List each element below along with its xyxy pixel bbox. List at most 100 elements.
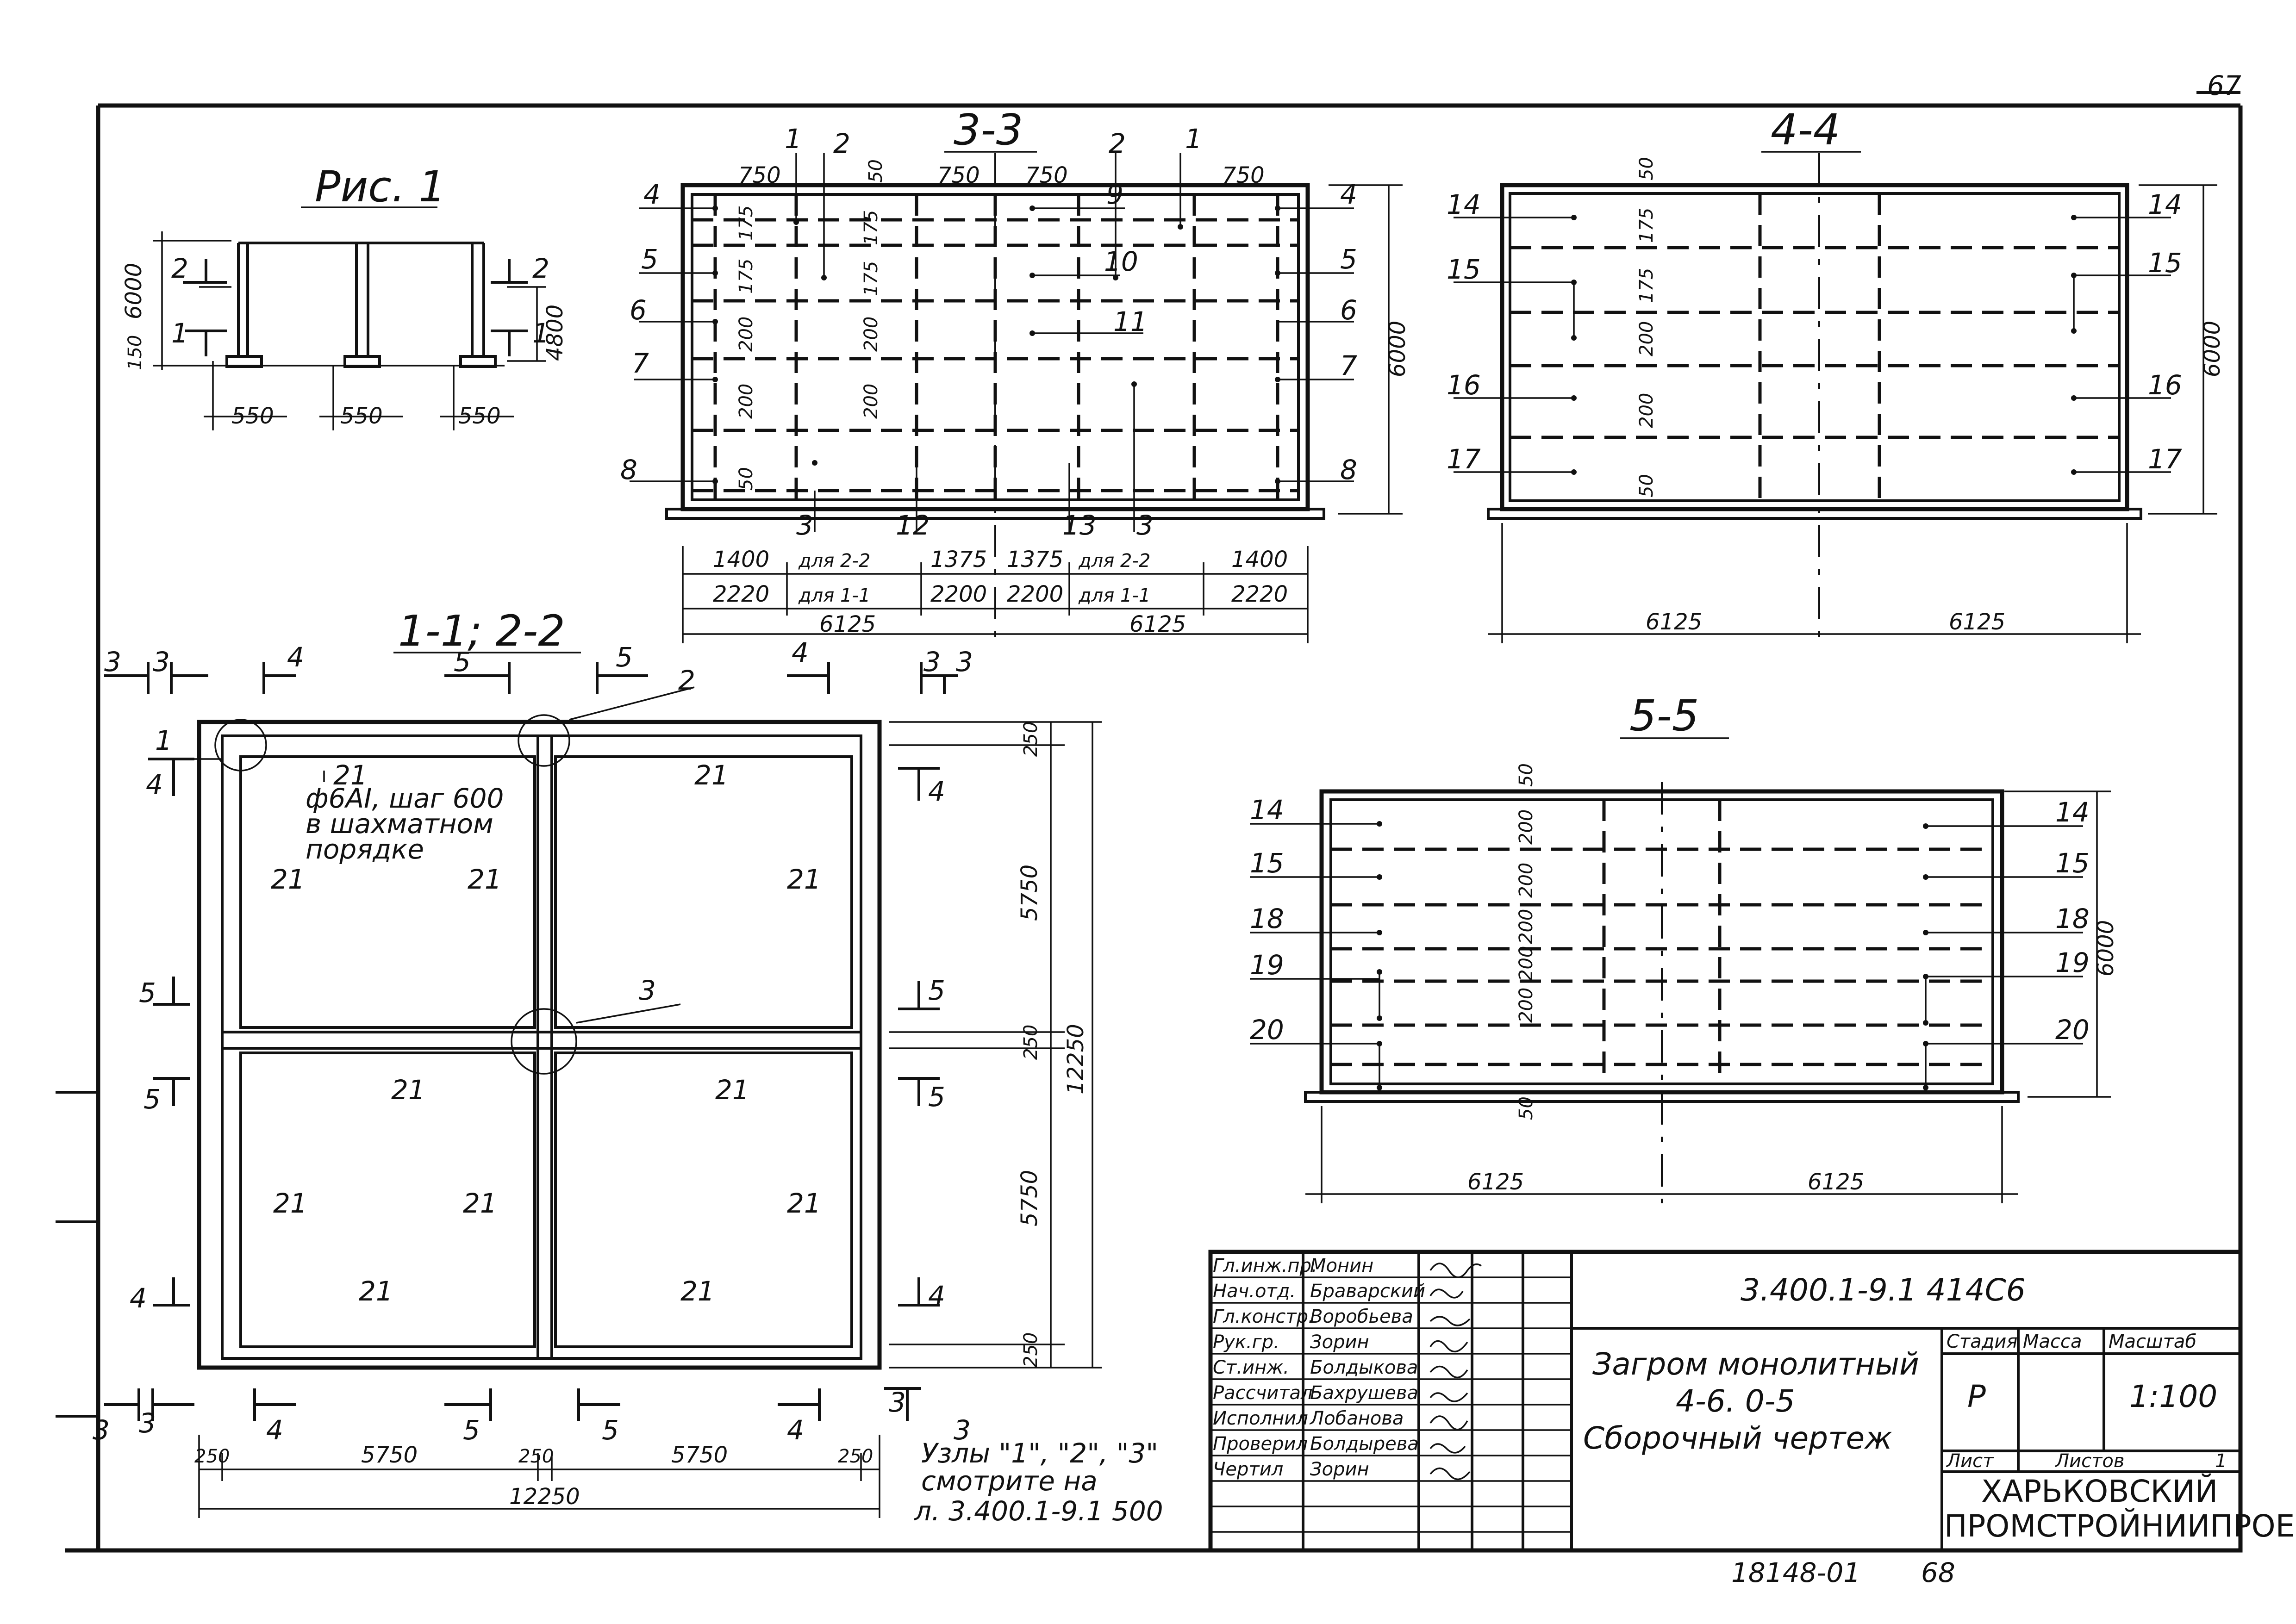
s33-height: 6000	[1385, 321, 1410, 377]
s33-vdim-6: 175	[861, 210, 882, 245]
plan-rebar-21-g: 21	[715, 1074, 749, 1106]
section-4-4: 4-4	[1454, 105, 2217, 643]
s55-vdim-5: 200	[1516, 946, 1537, 981]
plan-mark-8: 3	[956, 646, 973, 678]
tb-name-row-8: Болдырева	[1310, 1433, 1419, 1455]
s44-points	[1571, 215, 2077, 475]
fig1-dim-height: 6000	[121, 263, 147, 319]
s44-vdim-5: 200	[1636, 393, 1657, 428]
s33-vdim-4: 200	[736, 384, 757, 419]
s33-vdim-2: 175	[736, 259, 757, 294]
plan-mark-9: 4	[146, 769, 163, 800]
fig1-dim-base: 150	[125, 335, 146, 370]
plan-right-dim-3: 250	[1020, 1025, 1042, 1060]
tb-stage: Р	[1967, 1379, 1986, 1414]
s33-callout-right-7: 7	[1340, 350, 1357, 381]
s33-callout-top-4: 1	[1185, 123, 1202, 155]
plan-rebar-21-c: 21	[271, 864, 305, 895]
s44-vdim-2: 175	[1636, 208, 1657, 243]
plan-mark-1: 3	[104, 646, 121, 678]
plan-mark-3: 4	[287, 641, 304, 673]
s44-callout-right-16: 16	[2148, 369, 2182, 401]
s33-top-dim-3: 750	[1025, 162, 1068, 188]
tb-name-row-7: Лобанова	[1309, 1408, 1404, 1429]
plan-mark-17: 3	[93, 1414, 110, 1446]
plan-right-dim-4: 5750	[1017, 1170, 1042, 1226]
s55-vdim-4: 200	[1516, 909, 1537, 944]
tb-signatures	[1429, 1263, 1482, 1480]
s33-top-dim-5: 50	[865, 159, 886, 183]
s55-callout-right-15: 15	[2055, 847, 2090, 879]
s55-bottom-right: 6125	[1808, 1169, 1864, 1195]
plan-mark-7: 3	[923, 646, 941, 678]
tb-scale: 1:100	[2129, 1379, 2217, 1414]
s33-row3-b: 6125	[1129, 611, 1186, 637]
s44-bottom-right: 6125	[1949, 609, 2005, 635]
bottom-note: 18148-01	[1731, 1557, 1860, 1588]
s33-row1-d: 1375	[1007, 547, 1063, 572]
title-block	[1208, 1250, 2243, 1553]
plan-1-1-2-2: 1-1; 2-2	[104, 606, 1102, 1518]
plan-callout-1: 1	[155, 725, 172, 756]
s33-callout-top-3: 2	[1109, 128, 1126, 159]
s33-callout-right-5: 5	[1340, 243, 1357, 275]
s33-row1-b: для 2-2	[798, 550, 870, 572]
s44-vdim-1: 50	[1636, 157, 1657, 180]
plan-title: 1-1; 2-2	[398, 606, 565, 656]
plan-bottom-dim-1: 250	[194, 1446, 230, 1467]
plan-rebar-21-j: 21	[787, 1188, 821, 1219]
plan-mark-5: 5	[616, 641, 633, 673]
tb-role-2: Нач.отд.	[1213, 1281, 1296, 1302]
tb-role-9: Чертил	[1213, 1459, 1283, 1480]
plan-mark-20: 5	[463, 1414, 480, 1446]
tb-name-1: Загром монолитный	[1592, 1346, 1919, 1382]
s55-title: 5-5	[1629, 691, 1699, 740]
plan-bottom-dim-5: 250	[838, 1446, 873, 1467]
s44-callout-right-15: 15	[2148, 247, 2182, 279]
tb-sheet-label: Лист	[1946, 1450, 1994, 1472]
tb-role-7: Исполнил	[1213, 1408, 1308, 1429]
tb-name-2: 4-6. 0-5	[1676, 1383, 1795, 1419]
plan-mark-4: 5	[454, 646, 471, 678]
tb-sheets-label: Листов	[2054, 1450, 2124, 1472]
s33-title: 3-3	[954, 105, 1023, 155]
plan-mark-2: 3	[153, 646, 170, 678]
plan-note-2: в шахматном	[306, 808, 493, 840]
plan-nodes-note-3: л. 3.400.1-9.1 500	[914, 1495, 1163, 1527]
s33-vdim-9: 175	[861, 261, 882, 296]
s55-vdim-6: 200	[1516, 988, 1537, 1023]
s33-callout-top-1: 1	[785, 123, 802, 155]
plan-nodes-note-2: смотрите на	[921, 1465, 1098, 1497]
s33-row2-b: для 1-1	[798, 585, 870, 606]
plan-rebar-21-h: 21	[273, 1188, 307, 1219]
s33-callout-11: 11	[1113, 306, 1148, 337]
s44-vdim-4: 200	[1636, 321, 1657, 356]
tb-role-8: Проверил	[1213, 1433, 1308, 1455]
tb-name-row-1: Монин	[1310, 1255, 1373, 1276]
s33-callout-left-4: 4	[643, 179, 661, 210]
plan-total-bottom: 12250	[509, 1484, 580, 1510]
fig1-dim-3: 550	[458, 403, 501, 429]
tb-head-scale: Масштаб	[2109, 1331, 2196, 1352]
tb-designation: 3.400.1-9.1 414С6	[1741, 1272, 2026, 1308]
s44-callout-left-15: 15	[1447, 254, 1481, 285]
plan-bottom-dim-2: 5750	[361, 1442, 418, 1468]
tb-sheets-value: 1	[2215, 1450, 2227, 1472]
plan-rebar-21-a: 21	[333, 759, 368, 791]
s33-callout-right-4: 4	[1340, 179, 1357, 210]
plan-note-1: ф6АI, шаг 600	[306, 783, 504, 814]
plan-mark-23: 3	[889, 1387, 906, 1418]
plan-rebar-21-f: 21	[391, 1074, 425, 1106]
plan-bottom-dim-3: 250	[518, 1446, 554, 1467]
plan-mark-18: 3	[139, 1407, 156, 1439]
plan-mark-19: 4	[266, 1414, 283, 1446]
s33-callout-10: 10	[1104, 246, 1138, 277]
tb-name-row-9: Зорин	[1310, 1459, 1369, 1480]
fig1-mark-2-left: 2	[171, 253, 188, 284]
fig1-mark-1-right: 1	[532, 317, 549, 349]
s44-vdim-3: 175	[1636, 268, 1657, 303]
s33-top-dim-4: 750	[1222, 162, 1265, 188]
s55-height: 6000	[2093, 920, 2119, 977]
tb-role-1: Гл.инж.пр.	[1213, 1255, 1317, 1276]
s55-callout-left-14: 14	[1250, 794, 1284, 826]
